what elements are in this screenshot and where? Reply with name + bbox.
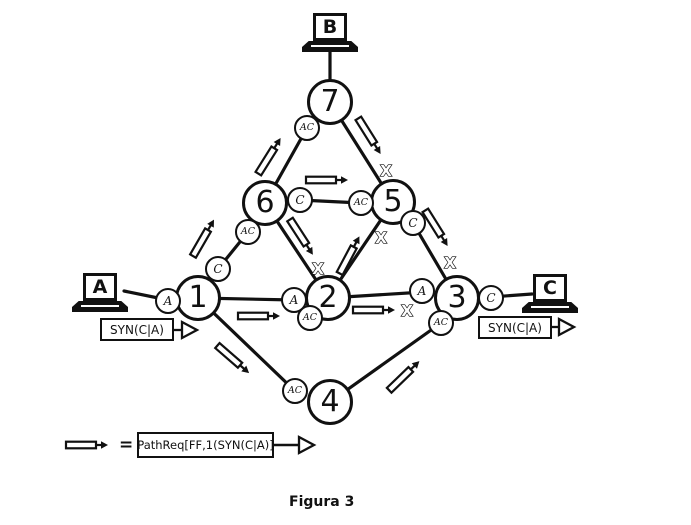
node-7: 7: [307, 79, 353, 125]
port-5-ac: AC: [348, 190, 374, 216]
pathreq-arrow-4-3: [385, 357, 424, 395]
legend-equals-sign: =: [119, 435, 134, 455]
blocked-x-mark-2-5: X: [375, 229, 387, 247]
host-c-label: C: [543, 277, 557, 299]
host-computer-c: C: [522, 274, 578, 313]
host-computer-a: A: [72, 273, 128, 312]
syn-message-box-c: SYN(C|A): [478, 316, 552, 339]
port-2-a: A: [281, 287, 307, 313]
host-a-screen: A: [83, 273, 117, 301]
host-computer-b: B: [302, 13, 358, 52]
pathreq-arrow-5-3: [421, 207, 452, 250]
figure-caption: Figura 3: [289, 494, 355, 510]
host-a-label: A: [92, 276, 108, 298]
node-3: 3: [434, 275, 480, 321]
port-3-a: A: [409, 278, 435, 304]
blocked-x-mark-5-3: X: [444, 254, 456, 272]
pathreq-arrow-1-6: [188, 216, 219, 260]
host-c-keyboard: [522, 302, 578, 313]
host-c-screen: C: [533, 274, 567, 302]
pathreq-arrow-1-4: [213, 341, 253, 378]
host-a-keyboard: [72, 301, 128, 312]
host-b-keyboard: [302, 41, 358, 52]
port-1-c: C: [205, 256, 231, 282]
port-2-ac: AC: [297, 305, 323, 331]
port-6-c: C: [287, 187, 313, 213]
node-5: 5: [370, 179, 416, 225]
syn-c-open-arrow: [557, 317, 576, 337]
node-6: 6: [242, 180, 288, 226]
legend-open-arrow: [297, 435, 316, 455]
node-1: 1: [175, 275, 221, 321]
blocked-x-mark-7-5: X: [380, 162, 392, 180]
blocked-marks-group: X X X X X: [312, 161, 457, 320]
port-3-c: C: [478, 285, 504, 311]
pathreq-arrow-2-3: [351, 305, 397, 315]
port-6-ac: AC: [235, 219, 261, 245]
legend-glyphs-group: [64, 435, 316, 455]
syn-a-open-arrow: [180, 320, 199, 340]
legend-pathreq-arrow-glyph: [64, 440, 110, 450]
blocked-x-mark-2-3: X: [401, 302, 413, 320]
port-5-c: C: [400, 210, 426, 236]
port-3-ac: AC: [428, 310, 454, 336]
node-4: 4: [307, 379, 353, 425]
pathreq-arrow-6-5: [304, 175, 350, 185]
syn-connectors-group: [174, 317, 576, 340]
host-b-screen: B: [313, 13, 347, 41]
port-7-ac: AC: [294, 115, 320, 141]
pathreq-arrow-6-7: [254, 134, 285, 177]
port-4-ac: AC: [282, 378, 308, 404]
port-1-a: A: [155, 288, 181, 314]
legend-definition-box: PathReq[FF,1(SYN(C|A)]: [137, 432, 274, 458]
host-b-label: B: [322, 16, 338, 38]
pathreq-arrow-6-2: [285, 216, 318, 258]
syn-message-box-a: SYN(C|A): [100, 318, 174, 341]
blocked-x-mark-6-2: X: [312, 260, 324, 278]
pathreq-arrow-1-2: [236, 311, 282, 321]
